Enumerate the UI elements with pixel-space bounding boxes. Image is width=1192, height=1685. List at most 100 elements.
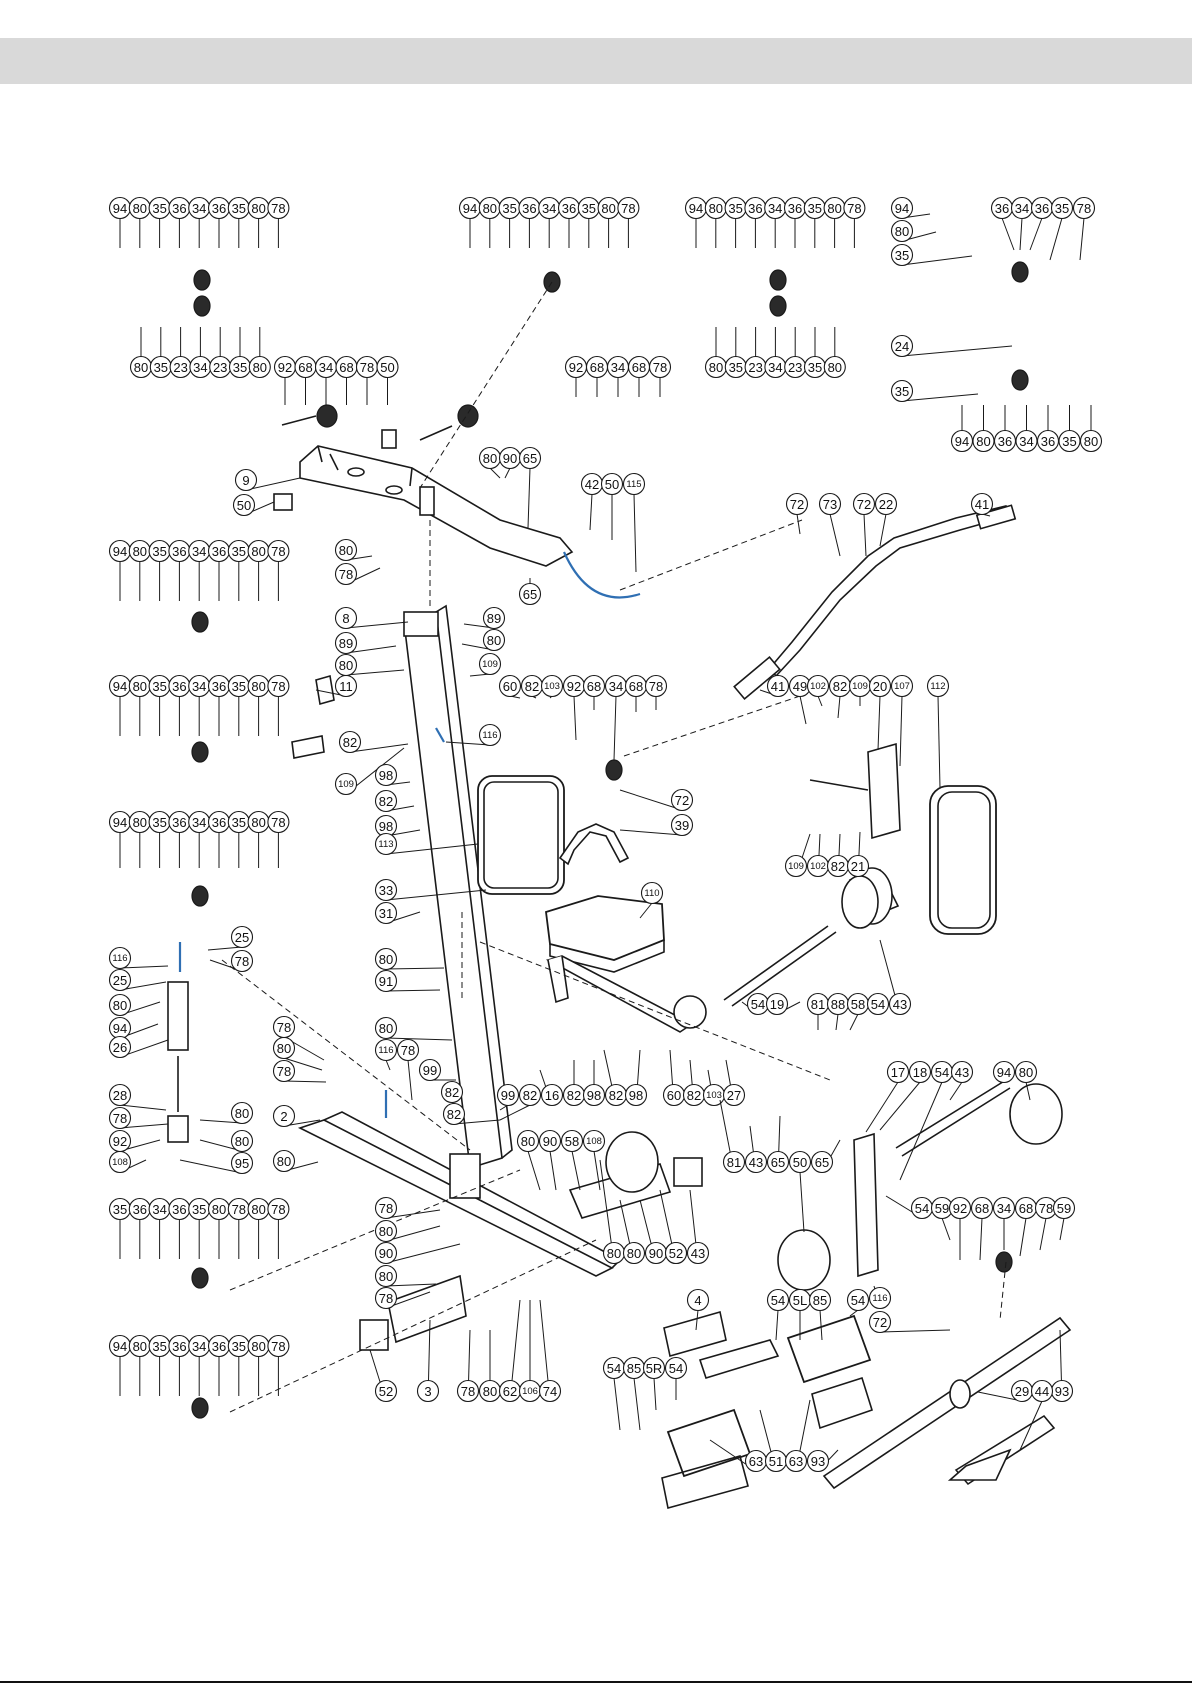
part-callout-34: 34 xyxy=(314,355,338,405)
svg-text:93: 93 xyxy=(811,1454,825,1469)
part-callout-16: 16 xyxy=(539,1069,564,1107)
svg-text:34: 34 xyxy=(152,1202,166,1217)
svg-text:54: 54 xyxy=(607,1361,621,1376)
part-callout-20: 20 xyxy=(868,674,892,751)
part-callout-68: 68 xyxy=(335,355,358,405)
svg-text:98: 98 xyxy=(379,819,393,834)
svg-text:36: 36 xyxy=(212,201,226,216)
svg-text:80: 80 xyxy=(1084,434,1098,449)
part-callout-109: 109 xyxy=(848,674,872,706)
svg-text:36: 36 xyxy=(172,544,186,559)
svg-text:78: 78 xyxy=(232,1202,246,1217)
svg-text:35: 35 xyxy=(895,248,909,263)
svg-text:92: 92 xyxy=(953,1201,967,1216)
svg-text:90: 90 xyxy=(649,1246,663,1261)
svg-text:65: 65 xyxy=(771,1155,785,1170)
svg-text:80: 80 xyxy=(113,998,127,1013)
part-callout-35: 35 xyxy=(149,327,172,379)
part-callout-28: 28 xyxy=(108,1083,167,1111)
part-callout-35: 35 xyxy=(803,327,827,379)
part-callout-80: 80 xyxy=(374,1016,453,1041)
svg-text:31: 31 xyxy=(379,906,393,921)
part-callout-35: 35 xyxy=(724,327,747,379)
svg-text:35: 35 xyxy=(729,360,743,375)
svg-text:80: 80 xyxy=(379,1224,393,1239)
svg-text:81: 81 xyxy=(727,1155,741,1170)
part-callout-34: 34 xyxy=(1015,405,1038,453)
part-callout-80: 80 xyxy=(704,327,728,379)
svg-text:74: 74 xyxy=(543,1384,557,1399)
svg-text:43: 43 xyxy=(691,1246,705,1261)
part-callout-60: 60 xyxy=(498,674,522,699)
svg-text:78: 78 xyxy=(401,1043,415,1058)
part-callout-92: 92 xyxy=(562,674,586,741)
part-callout-72: 72 xyxy=(619,788,694,812)
part-callout-78: 78 xyxy=(108,1106,169,1130)
svg-text:33: 33 xyxy=(379,883,393,898)
svg-text:99: 99 xyxy=(501,1088,515,1103)
part-callout-74: 74 xyxy=(538,1299,562,1403)
svg-text:80: 80 xyxy=(133,544,147,559)
part-callout-31: 31 xyxy=(374,901,421,925)
part-callout-82: 82 xyxy=(440,1080,464,1111)
part-callout-63: 63 xyxy=(709,1439,768,1473)
svg-text:92: 92 xyxy=(278,360,292,375)
svg-text:91: 91 xyxy=(379,974,393,989)
part-callout-36: 36 xyxy=(518,196,541,248)
svg-text:36: 36 xyxy=(172,1202,186,1217)
part-callout-80: 80 xyxy=(247,539,270,601)
part-callout-36: 36 xyxy=(783,196,807,248)
part-callout-78: 78 xyxy=(334,562,381,586)
svg-text:98: 98 xyxy=(379,768,393,783)
part-callout-80: 80 xyxy=(247,1334,270,1396)
part-callout-35: 35 xyxy=(890,379,979,403)
svg-text:72: 72 xyxy=(873,1315,887,1330)
svg-text:82: 82 xyxy=(379,794,393,809)
svg-text:94: 94 xyxy=(113,815,127,830)
svg-text:90: 90 xyxy=(503,451,517,466)
part-callout-80: 80 xyxy=(247,810,270,868)
svg-text:23: 23 xyxy=(788,360,802,375)
part-callout-80: 80 xyxy=(334,653,405,677)
part-callout-90: 90 xyxy=(498,446,522,479)
part-callout-23: 23 xyxy=(784,327,807,379)
part-callout-80: 80 xyxy=(108,993,161,1017)
part-callout-34: 34 xyxy=(188,196,211,248)
svg-text:29: 29 xyxy=(1015,1384,1029,1399)
svg-text:21: 21 xyxy=(851,859,865,874)
svg-text:54: 54 xyxy=(669,1361,683,1376)
svg-text:20: 20 xyxy=(873,679,887,694)
part-callout-91: 91 xyxy=(374,969,441,993)
svg-text:94: 94 xyxy=(113,1021,127,1036)
part-callout-80: 80 xyxy=(704,196,727,248)
part-callout-50: 50 xyxy=(232,493,275,517)
svg-text:17: 17 xyxy=(891,1065,905,1080)
part-callout-80: 80 xyxy=(619,1199,646,1265)
part-callout-99: 99 xyxy=(418,1058,456,1082)
part-callout-116: 116 xyxy=(374,1038,398,1071)
svg-text:63: 63 xyxy=(749,1454,763,1469)
part-callout-78: 78 xyxy=(267,674,290,736)
part-callout-92: 92 xyxy=(273,355,297,405)
svg-text:116: 116 xyxy=(482,730,497,741)
part-callout-68: 68 xyxy=(627,355,651,397)
part-callout-80: 80 xyxy=(199,1129,254,1153)
svg-text:54: 54 xyxy=(771,1293,785,1308)
svg-text:60: 60 xyxy=(503,679,517,694)
part-callout-26: 26 xyxy=(108,1035,169,1059)
svg-text:43: 43 xyxy=(893,997,907,1012)
part-callout-93: 93 xyxy=(806,1449,839,1473)
svg-text:78: 78 xyxy=(271,1202,285,1217)
part-callout-22: 22 xyxy=(874,492,898,547)
svg-text:89: 89 xyxy=(487,611,501,626)
svg-text:34: 34 xyxy=(1019,434,1033,449)
svg-text:92: 92 xyxy=(113,1134,127,1149)
svg-text:80: 80 xyxy=(134,360,148,375)
svg-text:35: 35 xyxy=(1055,201,1069,216)
part-callout-98: 98 xyxy=(624,1049,648,1107)
svg-text:24: 24 xyxy=(895,339,909,354)
part-callout-35: 35 xyxy=(498,196,521,248)
part-callout-94: 94 xyxy=(458,196,482,248)
part-callout-62: 62 xyxy=(498,1299,522,1403)
svg-text:52: 52 xyxy=(379,1384,393,1399)
